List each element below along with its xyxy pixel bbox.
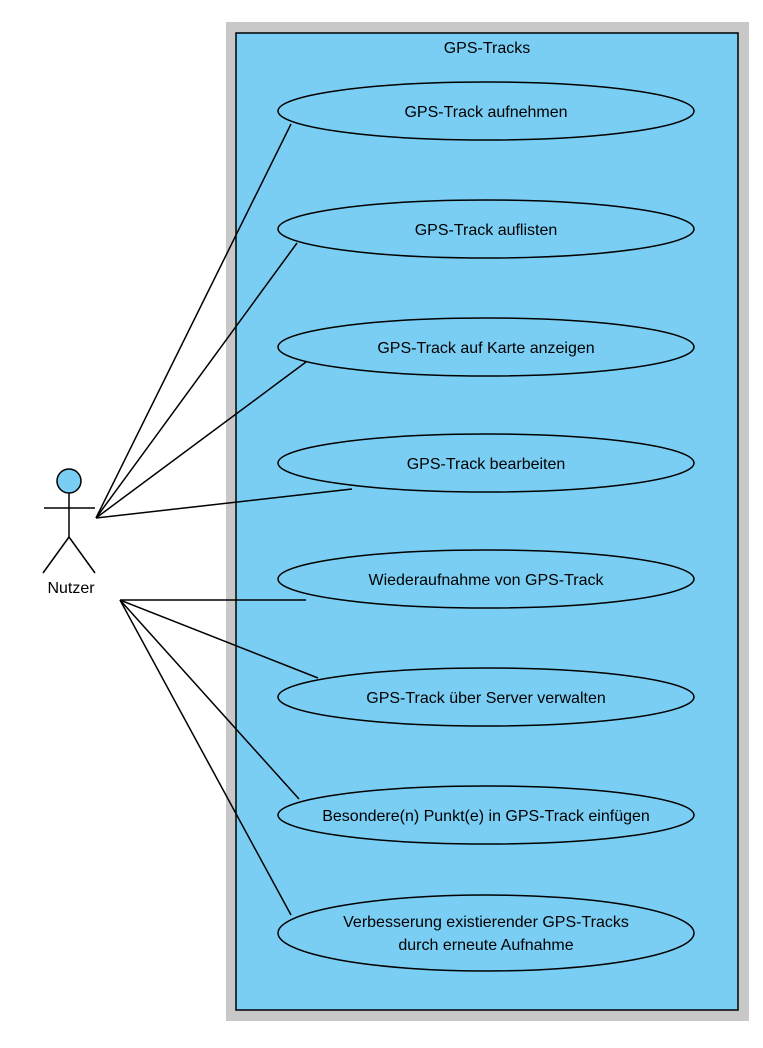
use-case-label: Wiederaufnahme von GPS-Track xyxy=(368,572,604,589)
use-case-ellipse xyxy=(277,894,695,972)
use-case-ellipse xyxy=(277,81,695,141)
association-line xyxy=(95,242,298,519)
use-case[interactable]: GPS-Track bearbeiten xyxy=(277,433,695,493)
use-case-label: GPS-Track aufnehmen xyxy=(404,104,567,121)
use-case[interactable]: Wiederaufnahme von GPS-Track xyxy=(277,549,695,609)
use-case[interactable]: GPS-Track auf Karte anzeigen xyxy=(277,317,695,377)
use-case-ellipse xyxy=(277,667,695,727)
use-case-label: GPS-Track bearbeiten xyxy=(407,456,566,473)
actor-head xyxy=(56,468,82,494)
use-case[interactable]: Besondere(n) Punkt(e) in GPS-Track einfü… xyxy=(277,785,695,845)
system-boundary xyxy=(235,32,739,1011)
use-case-label: Besondere(n) Punkt(e) in GPS-Track einfü… xyxy=(322,808,650,825)
system-title: GPS-Tracks xyxy=(444,40,531,57)
actor-nutzer[interactable] xyxy=(42,468,96,574)
association-line xyxy=(119,599,319,679)
use-case-ellipse xyxy=(277,549,695,609)
use-case-ellipse xyxy=(277,433,695,493)
use-case[interactable]: GPS-Track auflisten xyxy=(277,199,695,259)
actor-right-leg xyxy=(68,536,96,574)
association-line xyxy=(119,599,292,916)
use-case-label: Verbesserung existierender GPS-Tracks xyxy=(343,914,629,931)
association-line xyxy=(95,123,292,519)
actor-left-leg xyxy=(42,536,70,574)
use-case-ellipse xyxy=(277,317,695,377)
association-line xyxy=(119,599,300,800)
use-case[interactable]: GPS-Track aufnehmen xyxy=(277,81,695,141)
use-case-label: durch erneute Aufnahme xyxy=(398,937,573,954)
use-case[interactable]: GPS-Track über Server verwalten xyxy=(277,667,695,727)
use-case-ellipse xyxy=(277,785,695,845)
use-case-label: GPS-Track auf Karte anzeigen xyxy=(377,340,594,357)
use-case-label: GPS-Track über Server verwalten xyxy=(366,690,605,707)
actor-label: Nutzer xyxy=(47,580,95,597)
association-line xyxy=(95,488,353,519)
associations xyxy=(95,123,353,916)
use-case[interactable]: Verbesserung existierender GPS-Tracks du… xyxy=(277,894,695,972)
use-case-ellipse xyxy=(277,199,695,259)
association-line xyxy=(95,361,307,519)
use-case-label: GPS-Track auflisten xyxy=(415,222,558,239)
